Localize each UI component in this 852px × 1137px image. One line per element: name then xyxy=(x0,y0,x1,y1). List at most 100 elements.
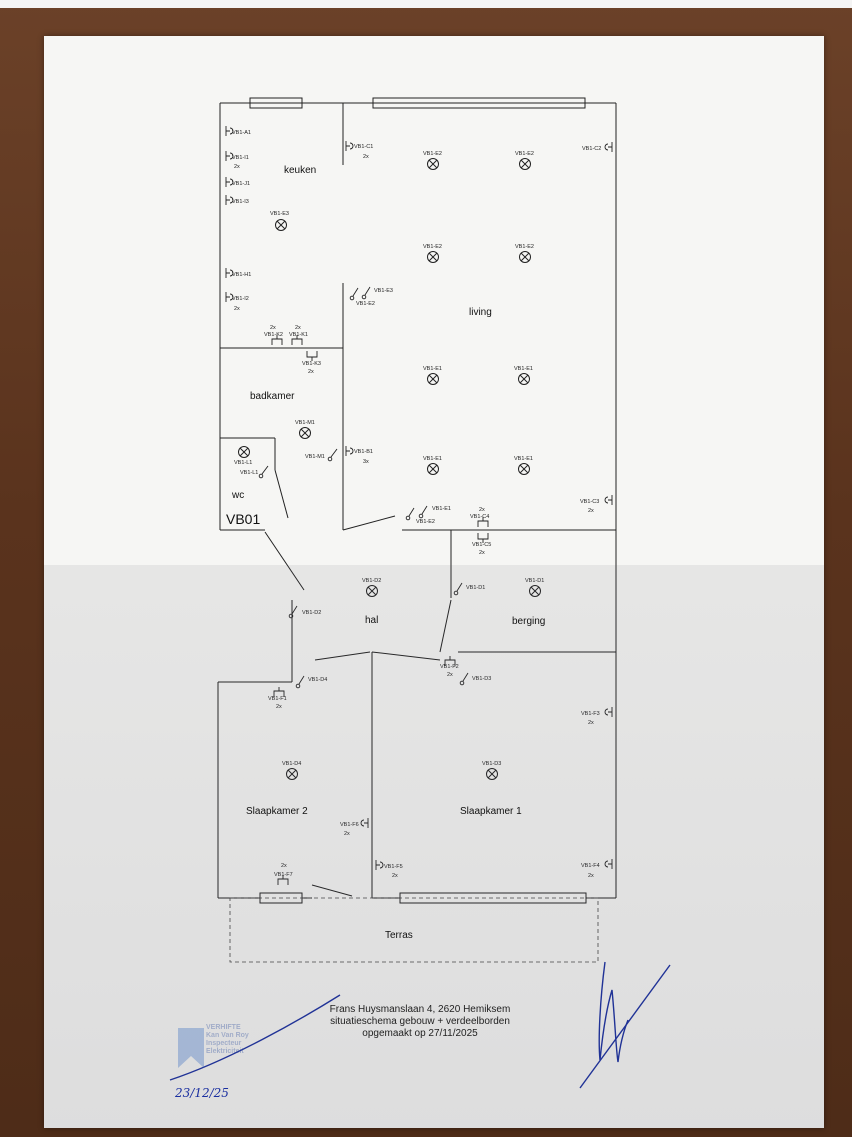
stamp-logo-icon xyxy=(178,1028,204,1068)
floor-outlet-icon xyxy=(291,335,303,345)
room-badkamer: badkamer xyxy=(250,391,295,402)
room-living: living xyxy=(469,307,492,318)
outlet-label: VB1-F7 xyxy=(274,872,293,878)
socket-icon xyxy=(375,860,384,870)
socket-label: VB1-C2 xyxy=(582,146,601,152)
switch-icon xyxy=(459,672,469,686)
floor-outlet-icon xyxy=(306,351,318,361)
floor-outlet-icons xyxy=(271,335,489,885)
outlet-label: VB1-C4 xyxy=(470,514,489,520)
switch-label: VB1-D2 xyxy=(302,610,321,616)
lamp-label: VB1-E2 xyxy=(423,151,442,157)
outlet-label: VB1-F2 xyxy=(440,664,459,670)
lamp-label: VB1-E1 xyxy=(514,366,533,372)
outlet-count: 2x xyxy=(479,550,485,556)
lamp-icons xyxy=(238,158,541,780)
socket-icon xyxy=(360,818,369,828)
lamp-icon xyxy=(275,219,287,231)
socket-count: 2x xyxy=(588,720,594,726)
socket-icon xyxy=(604,142,613,152)
top-border xyxy=(0,0,852,8)
switch-label: VB1-D1 xyxy=(466,585,485,591)
pen-line xyxy=(169,994,341,1081)
lamp-icon xyxy=(299,427,311,439)
switch-label: VB1-E3 xyxy=(374,288,393,294)
lamp-label: VB1-D2 xyxy=(362,578,381,584)
socket-icon xyxy=(225,126,234,136)
stamp-line: Inspecteur xyxy=(206,1040,242,1047)
lamp-label: VB1-E1 xyxy=(423,456,442,462)
caption-address: Frans Huysmanslaan 4, 2620 Hemiksem xyxy=(329,1004,511,1015)
outlet-count: 2x xyxy=(447,672,453,678)
socket-icon xyxy=(225,151,234,161)
lamp-label: VB1-M1 xyxy=(295,420,315,426)
floor-outlet-icon xyxy=(273,687,285,697)
room-terras: Terras xyxy=(385,930,413,941)
room-vb01: VB01 xyxy=(226,511,261,527)
document-caption: Frans Huysmanslaan 4, 2620 Hemiksem situ… xyxy=(300,1004,540,1040)
caption-title: situatieschema gebouw + verdeelborden xyxy=(330,1016,510,1027)
terras-outline xyxy=(229,897,599,963)
socket-label: VB1-F6 xyxy=(340,822,359,828)
room-keuken: keuken xyxy=(284,165,317,176)
switch-label: VB1-D4 xyxy=(308,677,327,683)
socket-count: 2x xyxy=(392,873,398,879)
lamp-icon xyxy=(238,446,250,458)
symbol-labels: VB1-A1 VB1-I1 2x VB1-J1 VB1-I3 VB1-H1 VB… xyxy=(232,130,601,879)
socket-icon xyxy=(225,268,234,278)
socket-count: 2x xyxy=(588,508,594,514)
switch-label: VB1-E2 xyxy=(356,301,375,307)
handwritten-date: 23/12/25 xyxy=(175,1086,229,1100)
floor-outlet-icon xyxy=(477,533,489,543)
switch-icon xyxy=(349,287,359,301)
lamp-label: VB1-L1 xyxy=(234,460,252,466)
lamp-label: VB1-E2 xyxy=(515,244,534,250)
outlet-label: VB1-K1 xyxy=(289,332,308,338)
socket-icons xyxy=(225,126,613,870)
socket-icon xyxy=(604,859,613,869)
socket-count: 3x xyxy=(363,459,369,465)
outlet-label: VB1-C5 xyxy=(472,542,491,548)
socket-label: VB1-C3 xyxy=(580,499,599,505)
lamp-label: VB1-E1 xyxy=(423,366,442,372)
socket-label: VB1-F3 xyxy=(581,711,600,717)
socket-label: VB1-I1 xyxy=(232,155,249,161)
switch-icon xyxy=(361,286,371,300)
floor-outlet-icon xyxy=(444,656,456,666)
stamp-line: VERHIFTE xyxy=(206,1024,241,1031)
paper-sheet xyxy=(44,36,824,1128)
socket-icon xyxy=(604,707,613,717)
lamp-label: VB1-D3 xyxy=(482,761,501,767)
lamp-icon xyxy=(427,158,439,170)
signature-stroke xyxy=(579,964,671,1089)
switch-label: VB1-M1 xyxy=(305,454,325,460)
switch-icon xyxy=(453,582,463,596)
socket-count: 2x xyxy=(344,831,350,837)
inspection-stamp: VERHIFTE Kan Van Roy Inspecteur Elektric… xyxy=(178,1024,288,1076)
lamp-icon xyxy=(486,768,498,780)
floor-outlet-icon xyxy=(477,517,489,527)
lamp-icon xyxy=(427,463,439,475)
outlet-count: 2x xyxy=(295,325,301,331)
lamp-label: VB1-E1 xyxy=(514,456,533,462)
socket-icon xyxy=(604,495,613,505)
lamp-label: VB1-E2 xyxy=(423,244,442,250)
socket-icon xyxy=(225,177,234,187)
outlet-label: VB1-K2 xyxy=(264,332,283,338)
lamp-icon xyxy=(519,251,531,263)
floor-outlet-icon xyxy=(277,875,289,885)
outlet-count: 2x xyxy=(479,507,485,513)
lamp-icon xyxy=(518,373,530,385)
socket-label: VB1-I3 xyxy=(232,199,249,205)
lamp-icon xyxy=(286,768,298,780)
outlet-count: 2x xyxy=(270,325,276,331)
socket-label: VB1-C1 xyxy=(354,144,373,150)
socket-count: 2x xyxy=(234,164,240,170)
switch-icon xyxy=(295,675,305,689)
caption-date: opgemaakt op 27/11/2025 xyxy=(362,1028,478,1039)
signature-mark xyxy=(598,961,629,1063)
room-wc: wc xyxy=(232,490,245,501)
switch-icon xyxy=(258,465,269,479)
room-berging: berging xyxy=(512,616,546,627)
